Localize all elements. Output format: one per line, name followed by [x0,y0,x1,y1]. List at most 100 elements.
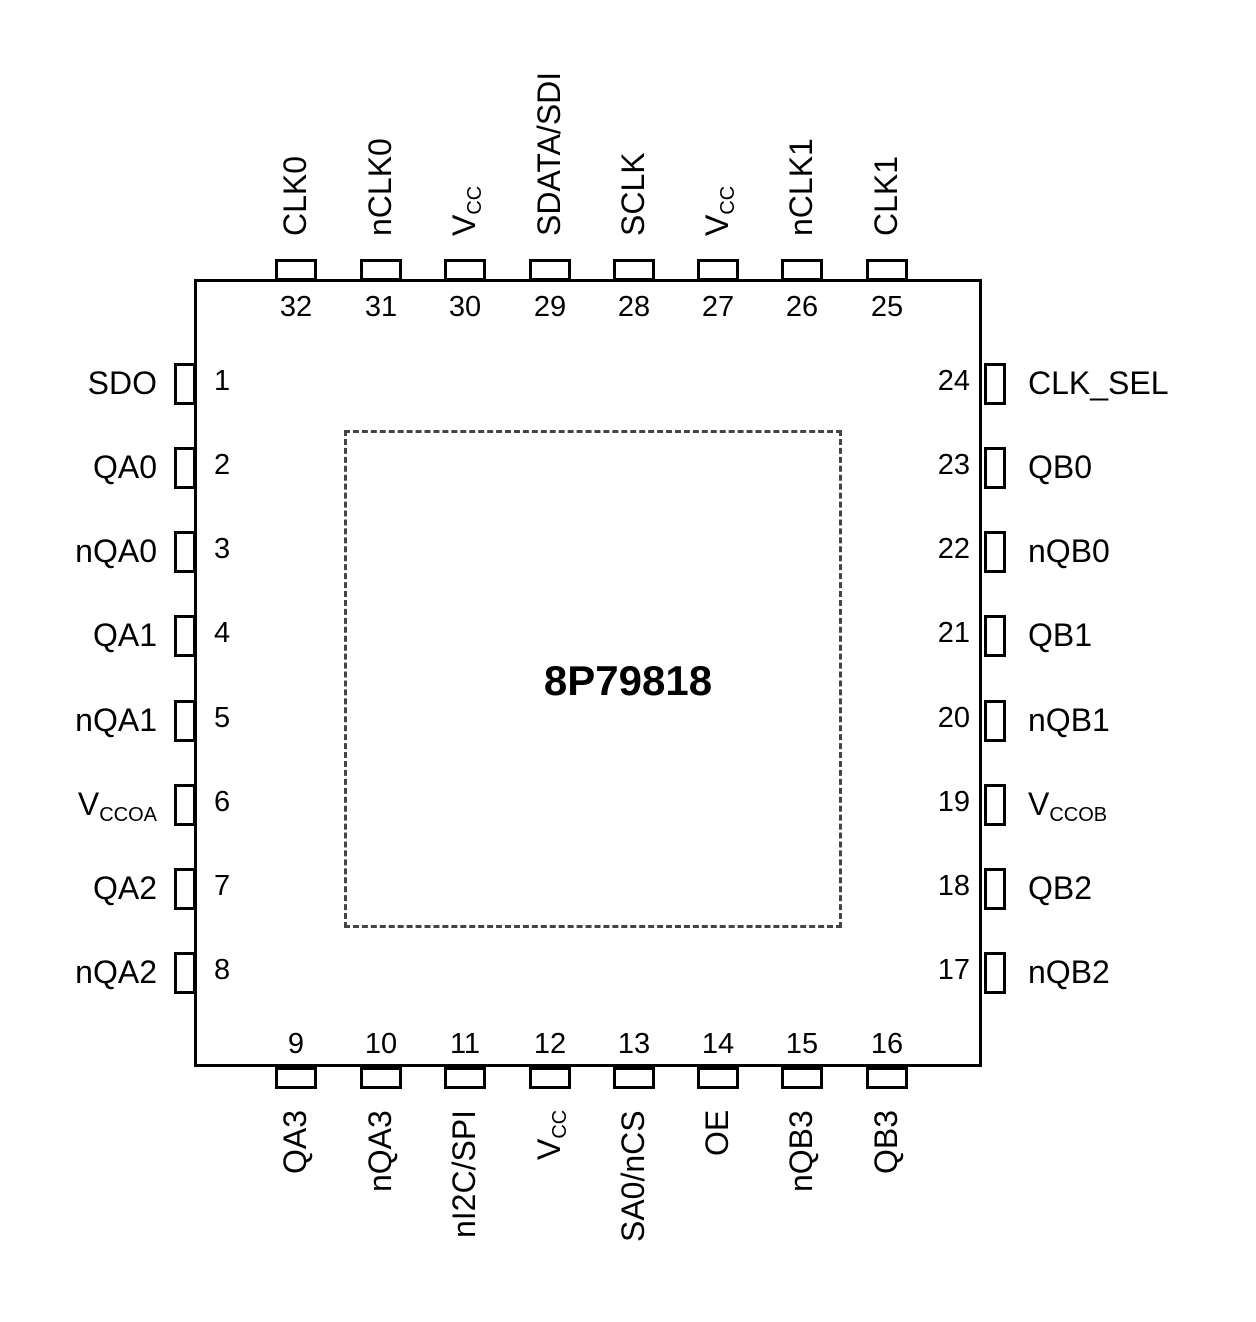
part-number-label: 8P79818 [543,657,713,704]
pin-pad [697,1067,739,1089]
pin-name-subscript: CCOA [99,804,157,826]
pin-pad [984,784,1006,826]
pin-pad [613,259,655,281]
pin-name: CLK0 [277,155,313,236]
pin-name: nQA2 [75,954,157,990]
pin-name: nQB1 [1028,702,1110,738]
pin-pad [444,259,486,281]
pin-number: 32 [279,291,313,323]
pin-number: 2 [214,449,231,481]
pin-number: 10 [364,1028,398,1060]
pin-name: QB0 [1028,449,1093,485]
pin-number: 1 [214,365,231,397]
pin-number: 15 [785,1028,819,1060]
exposed-thermal-pad [344,430,842,928]
pin-name: VCCOA [77,786,157,826]
pin-name-subscript: CC [464,185,486,215]
pin-pad [984,868,1006,910]
pin-number: 30 [448,291,482,323]
pin-pad [174,952,196,994]
pin-name: nCLK0 [362,138,398,236]
pin-name: CLK1 [868,155,904,236]
pin-number: 12 [533,1028,567,1060]
pin-pad [984,531,1006,573]
pin-pad [984,447,1006,489]
pin-name: nQB0 [1028,533,1110,569]
pin-pad [174,531,196,573]
pin-pad [174,784,196,826]
pin-pad [174,868,196,910]
pin-number: 16 [870,1028,904,1060]
pin-pad [275,1067,317,1089]
pin-pad [174,363,196,405]
pin-number: 13 [617,1028,651,1060]
pin-number: 11 [449,1028,481,1060]
pin-name: nQA1 [75,702,157,738]
pin-pad [984,952,1006,994]
pin-name: QA2 [92,870,157,906]
pin-name: QB2 [1028,870,1093,906]
pin-number: 18 [937,870,970,902]
pin-number: 28 [617,291,651,323]
pin-pad [866,1067,908,1089]
pin-number: 23 [937,449,970,481]
pin-number: 3 [214,533,231,565]
pin-number: 19 [937,786,970,818]
pin-name-subscript: CC [549,1110,571,1139]
pin-number: 29 [533,291,567,323]
pin-number: 26 [785,291,819,323]
pin-number: 22 [937,533,970,565]
pin-name: VCCOB [1028,786,1108,826]
pin-pad [174,615,196,657]
pin-pad [360,259,402,281]
pin-number: 4 [214,617,231,649]
pin-name: QB1 [1028,617,1093,653]
pin-number: 24 [937,365,970,397]
pin-pad [984,363,1006,405]
pin-name: nQA0 [75,533,157,569]
pin-name: QA1 [92,617,157,653]
pin-number: 21 [937,617,970,649]
pin-pad [781,259,823,281]
pin-name: nQA3 [362,1110,398,1192]
pin-pad [866,259,908,281]
pin-name: VCC [699,185,739,236]
pin-number: 27 [701,291,735,323]
pin-pad [174,447,196,489]
pin-name: SDATA/SDI [531,71,567,236]
pin-pad [529,259,571,281]
pin-name: QA3 [277,1110,313,1175]
pin-pad [697,259,739,281]
pin-name: nQB2 [1028,954,1110,990]
pin-name: nCLK1 [783,138,819,236]
pin-pad [174,700,196,742]
pin-number: 6 [214,786,231,818]
pin-name: nQB3 [783,1110,819,1192]
pin-pad [613,1067,655,1089]
pin-number: 17 [937,954,970,986]
pin-number: 31 [364,291,398,323]
pin-number: 9 [287,1028,305,1060]
pin-number: 5 [214,702,231,734]
pin-name-subscript: CCOB [1049,804,1108,826]
pin-number: 8 [214,954,231,986]
pin-name: CLK_SEL [1028,365,1169,401]
pin-name: OE [699,1110,735,1157]
pin-name: VCC [446,185,486,236]
pin-name: QA0 [92,449,157,485]
pin-pad [529,1067,571,1089]
pin-name: SA0/nCS [615,1110,651,1242]
pin-name-subscript: CC [717,185,739,215]
pin-name: nI2C/SPI [446,1110,482,1239]
pin-pad [984,615,1006,657]
pin-pad [984,700,1006,742]
pin-number: 25 [870,291,904,323]
pin-name: VCC [531,1110,571,1161]
pin-name: QB3 [868,1110,904,1175]
pin-number: 20 [937,702,970,734]
ic-package-body [194,279,982,1067]
pin-pad [444,1067,486,1089]
pin-pad [275,259,317,281]
pin-number: 7 [214,870,231,902]
pin-number: 14 [701,1028,735,1060]
